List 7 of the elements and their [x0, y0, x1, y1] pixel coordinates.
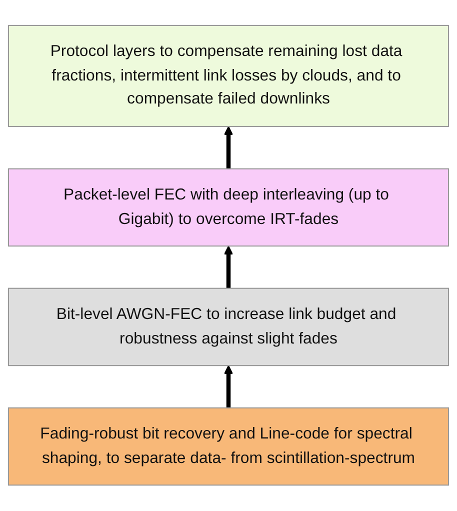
node-box: Protocol layers to compensate remaining lost data fractions, intermittent link losses by clouds, and to compensate failed downlinks	[8, 25, 450, 128]
node-box: Fading-robust bit recovery and Line-code for spectral shaping, to separate data- from scintillation-spectrum	[8, 408, 450, 486]
node-box: Packet-level FEC with deep interleaving (up to Gigabit) to overcome IRT-fades	[8, 168, 450, 247]
node-box: Bit-level AWGN-FEC to increase link budget and robustness against slight fades	[8, 288, 450, 366]
arrow	[224, 246, 234, 289]
arrow	[224, 126, 234, 170]
arrow	[224, 365, 234, 408]
